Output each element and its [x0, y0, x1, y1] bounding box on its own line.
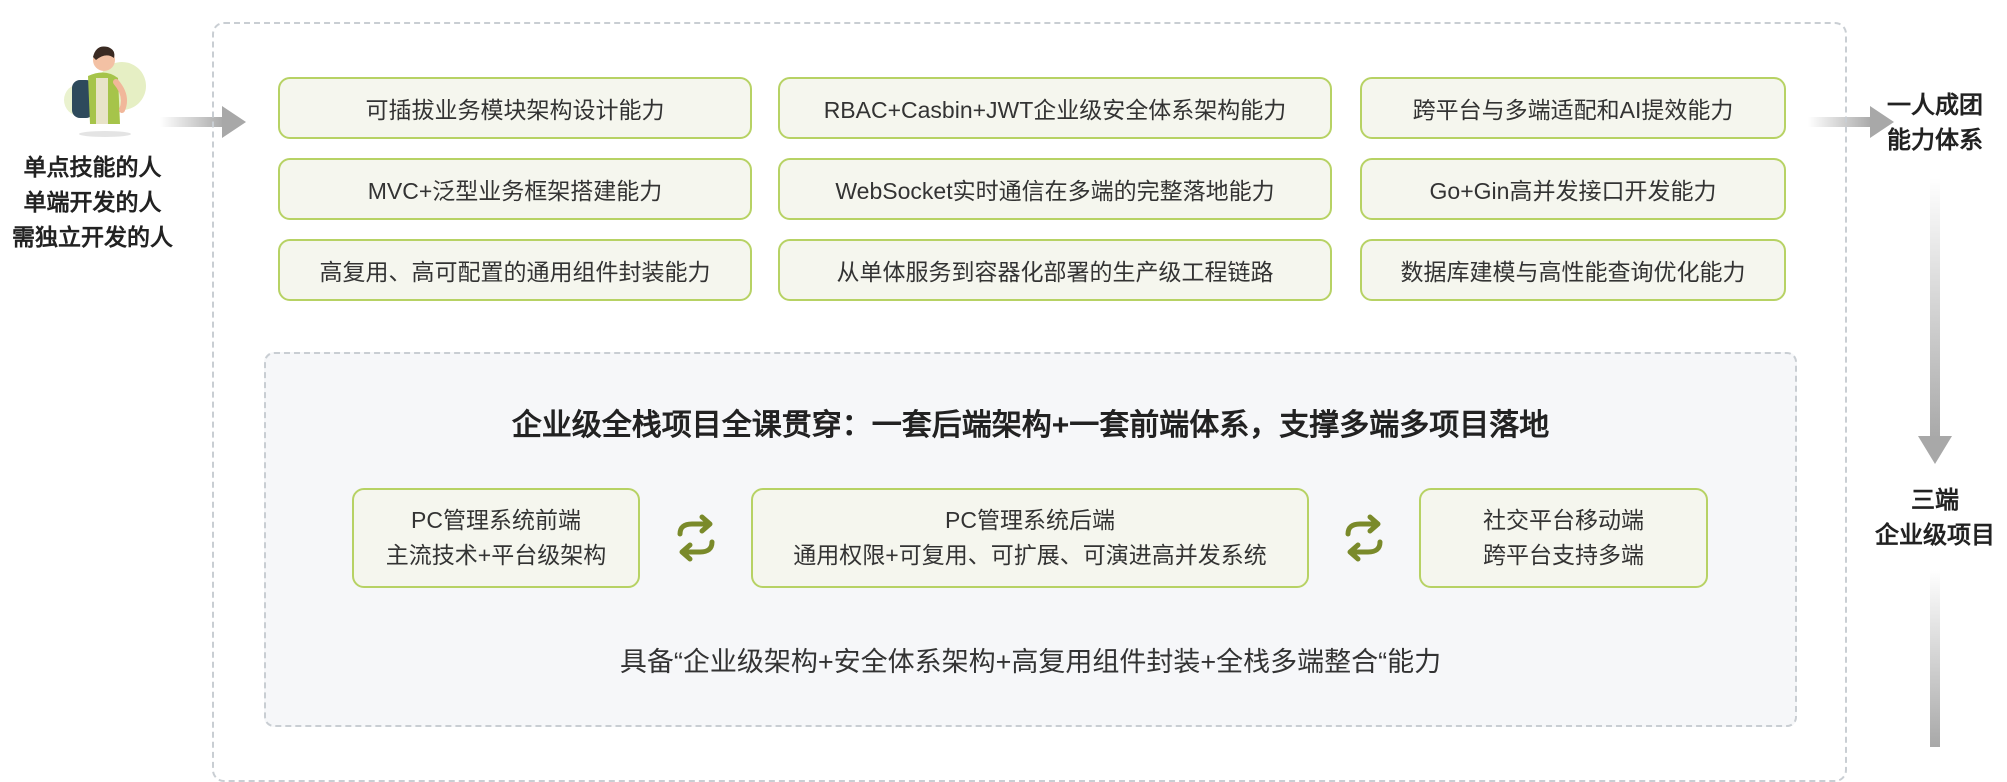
audience-line-1: 单点技能的人	[23, 154, 162, 180]
project-mobile-title: 社交平台移动端	[1483, 507, 1644, 533]
outcome-top-line-1: 一人成团	[1887, 92, 1983, 119]
sync-arrows-icon	[677, 514, 715, 562]
skill-box: Go+Gin高并发接口开发能力	[1360, 158, 1786, 220]
arrow-right-icon	[160, 106, 246, 138]
skill-box: 跨平台与多端适配和AI提效能力	[1360, 77, 1786, 139]
capability-summary: 具备“企业级架构+安全体系架构+高复用组件封装+全栈多端整合“能力	[619, 647, 1442, 677]
outcome-mid-line-2: 企业级项目	[1875, 522, 1995, 549]
sync-arrows-icon	[1345, 514, 1383, 562]
skill-box: RBAC+Casbin+JWT企业级安全体系架构能力	[778, 77, 1332, 139]
skill-box: MVC+泛型业务框架搭建能力	[278, 158, 752, 220]
audience-labels: 单点技能的人 单端开发的人 需独立开发的人	[0, 150, 185, 255]
project-pc-frontend: PC管理系统前端 主流技术+平台级架构	[352, 488, 640, 588]
skill-box: 高复用、高可配置的通用组件封装能力	[278, 239, 752, 301]
audience-line-3: 需独立开发的人	[12, 224, 173, 250]
project-mobile-desc: 跨平台支持多端	[1483, 542, 1644, 568]
skill-box: WebSocket实时通信在多端的完整落地能力	[778, 158, 1332, 220]
arrow-right-icon	[1808, 106, 1894, 138]
arrow-down-icon	[1918, 178, 1952, 464]
project-pc-backend-desc: 通用权限+可复用、可扩展、可演进高并发系统	[793, 542, 1267, 568]
traveler-person-illustration	[64, 46, 146, 137]
project-pc-frontend-title: PC管理系统前端	[411, 507, 581, 533]
outcome-three-platforms: 三端 企业级项目	[1865, 483, 2005, 553]
skill-box: 可插拔业务模块架构设计能力	[278, 77, 752, 139]
project-title: 企业级全栈项目全课贯穿：一套后端架构+一套前端体系，支撑多端多项目落地	[511, 409, 1550, 442]
audience-line-2: 单端开发的人	[23, 189, 162, 215]
skill-box: 数据库建模与高性能查询优化能力	[1360, 239, 1786, 301]
project-mobile: 社交平台移动端 跨平台支持多端	[1419, 488, 1708, 588]
outcome-mid-line-1: 三端	[1911, 487, 1959, 514]
project-pc-frontend-desc: 主流技术+平台级架构	[385, 542, 607, 568]
arrow-down-icon	[1930, 570, 1940, 747]
outcome-team-capability: 一人成团 能力体系	[1865, 88, 2005, 158]
project-pc-backend-title: PC管理系统后端	[945, 507, 1115, 533]
skill-box: 从单体服务到容器化部署的生产级工程链路	[778, 239, 1332, 301]
outcome-top-line-2: 能力体系	[1887, 127, 1983, 154]
project-pc-backend: PC管理系统后端 通用权限+可复用、可扩展、可演进高并发系统	[751, 488, 1309, 588]
